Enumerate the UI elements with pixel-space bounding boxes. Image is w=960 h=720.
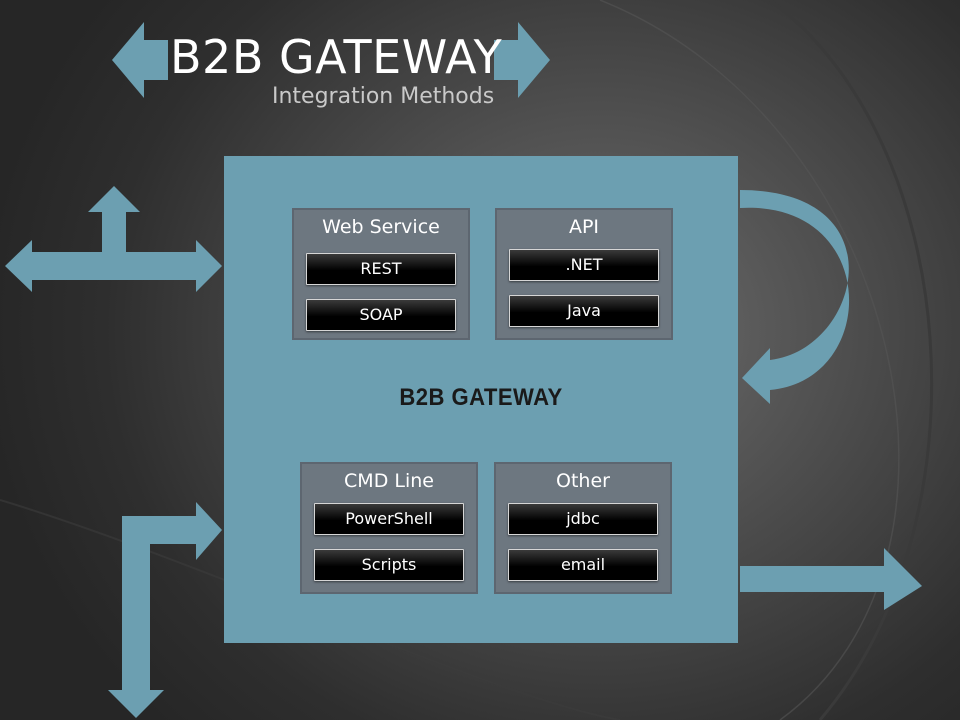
group-title: API: [568, 216, 600, 238]
method-item-jdbc: jdbc: [508, 503, 658, 535]
method-item-soap: SOAP: [306, 299, 456, 331]
title-arrows: [112, 22, 550, 98]
left-chevron-arrow-icon: [112, 22, 168, 98]
group-cmd-line: CMD Line PowerShell Scripts: [300, 462, 478, 594]
method-item-email: email: [508, 549, 658, 581]
gateway-label: B2B GATEWAY: [399, 384, 563, 411]
method-item-scripts: Scripts: [314, 549, 464, 581]
page-subtitle: Integration Methods: [272, 84, 495, 109]
group-title: CMD Line: [344, 470, 434, 492]
group-title: Web Service: [322, 216, 440, 238]
group-web-service: Web Service REST SOAP: [292, 208, 470, 340]
group-api: API .NET Java: [495, 208, 673, 340]
method-item-powershell: PowerShell: [314, 503, 464, 535]
group-other: Other jdbc email: [494, 462, 672, 594]
method-item-dotnet: .NET: [509, 249, 659, 281]
method-item-rest: REST: [306, 253, 456, 285]
method-item-java: Java: [509, 295, 659, 327]
page-title: B2B GATEWAY: [170, 30, 503, 84]
title-group: B2B GATEWAY Integration Methods: [0, 0, 960, 130]
gateway-box: Web Service REST SOAP API .NET Java B2B …: [224, 156, 738, 643]
group-title: Other: [556, 470, 610, 492]
right-chevron-arrow-icon: [494, 22, 550, 98]
